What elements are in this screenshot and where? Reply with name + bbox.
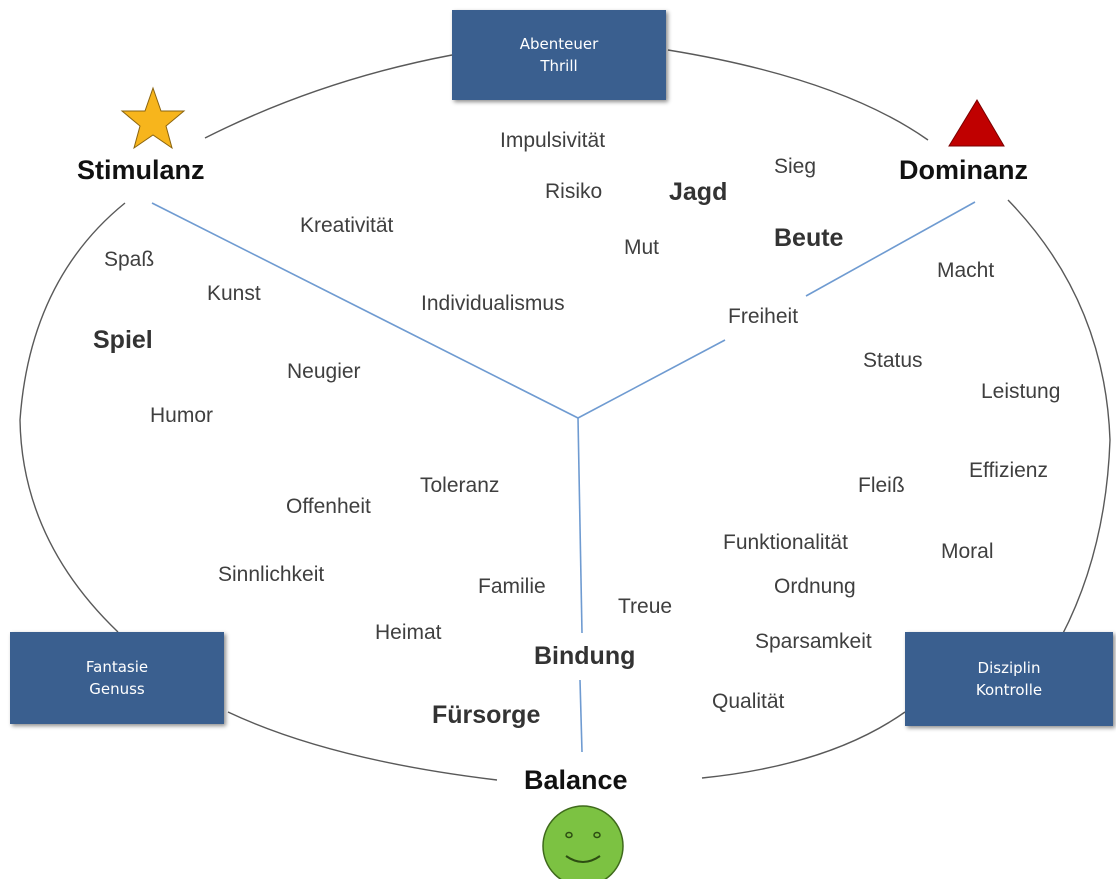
- word-spass: Spaß: [104, 248, 155, 271]
- word-kreativitaet: Kreativität: [300, 214, 394, 237]
- axis-dominanz-upper: [805, 201, 976, 297]
- word-qualitaet: Qualität: [712, 690, 785, 713]
- word-sinnlichkeit: Sinnlichkeit: [218, 563, 325, 586]
- box-top-line2: Thrill: [540, 57, 578, 75]
- axis-lines: [151, 201, 976, 753]
- corner-balance: Balance: [524, 765, 628, 795]
- word-individualismus: Individualismus: [421, 292, 565, 315]
- word-treue: Treue: [618, 595, 673, 618]
- word-kunst: Kunst: [207, 282, 261, 305]
- box-top-line1: Abenteuer: [519, 35, 599, 53]
- word-leistung: Leistung: [981, 380, 1061, 403]
- box-right-line2: Kontrolle: [975, 681, 1043, 699]
- axis-stimulanz: [151, 202, 579, 419]
- axis-balance-lower: [579, 679, 583, 753]
- word-sieg: Sieg: [774, 155, 817, 178]
- word-freiheit: Freiheit: [728, 305, 799, 328]
- word-fleiss: Fleiß: [858, 474, 905, 497]
- word-beute: Beute: [774, 224, 844, 252]
- word-offenheit: Offenheit: [286, 495, 371, 518]
- word-sparsamkeit: Sparsamkeit: [755, 630, 872, 653]
- box-abenteuer-thrill: Abenteuer Thrill: [452, 10, 666, 100]
- axis-balance-upper: [577, 417, 583, 634]
- corner-dominanz: Dominanz: [899, 155, 1029, 185]
- outer-ellipse: [19, 49, 1111, 781]
- word-fuersorge: Fürsorge: [432, 701, 541, 729]
- word-humor: Humor: [150, 404, 214, 427]
- star-icon: [120, 86, 186, 150]
- word-neugier: Neugier: [287, 360, 361, 383]
- box-left-line2: Genuss: [89, 680, 145, 698]
- box-left-line1: Fantasie: [85, 658, 149, 676]
- word-bindung: Bindung: [534, 642, 636, 670]
- word-effizienz: Effizienz: [969, 459, 1048, 482]
- word-mut: Mut: [624, 236, 660, 259]
- corner-stimulanz: Stimulanz: [77, 155, 205, 185]
- word-funktionalitaet: Funktionalität: [723, 531, 848, 554]
- triangle-icon: [948, 99, 1005, 147]
- word-status: Status: [863, 349, 923, 372]
- box-fantasie-genuss: Fantasie Genuss: [10, 632, 224, 724]
- word-jagd: Jagd: [669, 178, 728, 206]
- word-familie: Familie: [478, 575, 546, 598]
- box-right-line1: Disziplin: [977, 659, 1041, 677]
- word-spiel: Spiel: [93, 326, 153, 354]
- word-moral: Moral: [941, 540, 994, 563]
- box-disziplin-kontrolle: Disziplin Kontrolle: [905, 632, 1113, 726]
- word-impulsivitaet: Impulsivität: [500, 129, 606, 152]
- smiley-icon: [542, 805, 624, 879]
- word-macht: Macht: [937, 259, 995, 282]
- axis-dominanz-lower: [577, 339, 726, 419]
- word-ordnung: Ordnung: [774, 575, 856, 598]
- word-risiko: Risiko: [545, 180, 603, 203]
- word-heimat: Heimat: [375, 621, 442, 644]
- word-toleranz: Toleranz: [420, 474, 500, 497]
